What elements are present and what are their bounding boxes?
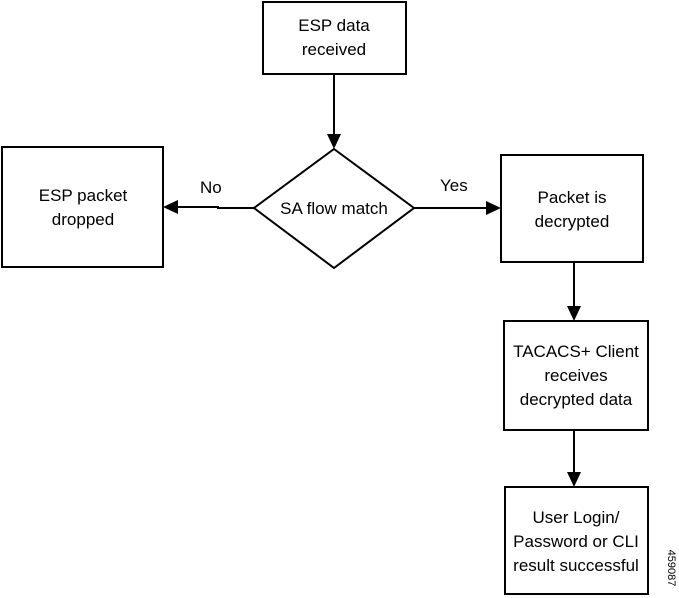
node-packet-is-decrypted-line-1: Packet is <box>538 188 607 207</box>
edge-received-to-sa <box>327 74 341 149</box>
figure-id: 459087 <box>665 550 677 587</box>
edge-sa-to-dropped <box>163 200 254 214</box>
node-tacacs-client-line-2: receives <box>544 366 607 385</box>
node-esp-data-received-line-2: received <box>302 40 366 59</box>
node-esp-data-received-line-1: ESP data <box>298 16 370 35</box>
edge-sa-to-decrypted <box>414 201 501 215</box>
node-tacacs-client-line-1: TACACS+ Client <box>513 342 639 361</box>
node-esp-packet-dropped-line-1: ESP packet <box>39 186 128 205</box>
node-esp-packet-dropped: ESP packet dropped <box>1 146 164 268</box>
node-sa-flow-match-line-1: SA flow match <box>280 199 388 218</box>
edge-decrypted-to-tacacs <box>567 262 581 321</box>
node-sa-flow-match: SA flow match <box>252 147 416 270</box>
node-tacacs-client-line-3: decrypted data <box>520 390 633 409</box>
edge-tacacs-to-login <box>567 430 581 487</box>
node-packet-is-decrypted: Packet is decrypted <box>500 154 644 263</box>
node-user-login-line-1: User Login/ <box>533 508 620 527</box>
node-packet-is-decrypted-line-2: decrypted <box>535 212 610 231</box>
node-user-login-line-2: Password or CLI <box>513 532 639 551</box>
node-user-login: User Login/ Password or CLI result succe… <box>504 486 649 595</box>
edge-label-no: No <box>200 178 222 197</box>
edge-label-yes: Yes <box>440 176 468 195</box>
node-esp-packet-dropped-line-2: dropped <box>52 210 114 229</box>
node-user-login-line-3: result successful <box>513 556 639 575</box>
node-esp-data-received: ESP data received <box>262 1 407 75</box>
node-tacacs-client: TACACS+ Client receives decrypted data <box>503 320 649 431</box>
